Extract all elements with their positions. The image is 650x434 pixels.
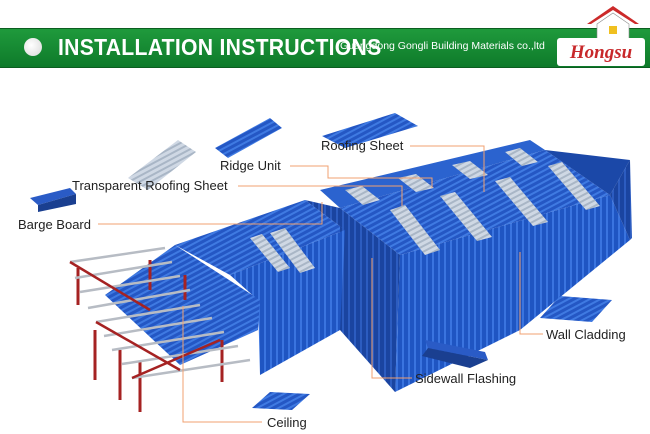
- inset-transparent-sheet: [128, 140, 196, 190]
- label-barge-board: Barge Board: [18, 217, 91, 232]
- label-wall-cladding: Wall Cladding: [546, 327, 626, 342]
- svg-text:Hongsu: Hongsu: [569, 42, 632, 63]
- skylight: [548, 162, 600, 210]
- open-frame: [69, 245, 260, 412]
- inset-roofing-sheet: [322, 113, 418, 148]
- skylight: [390, 205, 440, 255]
- front-gable-wall: [340, 208, 400, 392]
- middle-wall: [230, 230, 345, 375]
- end-wall: [610, 160, 632, 240]
- inset-wall-cladding: [540, 296, 612, 322]
- label-sidewall-flashing: Sidewall Flashing: [415, 371, 517, 386]
- leader-lines: [98, 145, 543, 423]
- company-logo: Hongsu: [557, 6, 645, 66]
- label-ridge-unit: Ridge Unit: [220, 158, 281, 173]
- inset-barge-board: [30, 188, 76, 212]
- title-banner: INSTALLATION INSTRUCTIONS Guangdong Gong…: [0, 28, 650, 68]
- inset-sidewall-flashing: [422, 340, 488, 368]
- gable-top: [545, 150, 630, 195]
- skylight: [440, 192, 492, 241]
- side-wall: [395, 195, 630, 392]
- inset-ceiling: [252, 392, 310, 410]
- open-roof: [105, 245, 260, 365]
- label-transparent-roofing-sheet: Transparent Roofing Sheet: [72, 178, 228, 193]
- main-hall: [320, 140, 632, 392]
- banner-title: INSTALLATION INSTRUCTIONS: [58, 34, 382, 60]
- bullet-circle-icon: [24, 38, 42, 56]
- inset-ridge-unit: [215, 118, 282, 158]
- label-ceiling: Ceiling: [267, 415, 307, 430]
- skylight: [270, 228, 315, 273]
- ridge-strip: [320, 140, 545, 208]
- middle-hall: [175, 200, 345, 375]
- company-name: Guangdong Gongli Building Materials co.,…: [340, 40, 545, 52]
- label-roofing-sheet: Roofing Sheet: [321, 138, 404, 153]
- skylight: [495, 177, 548, 226]
